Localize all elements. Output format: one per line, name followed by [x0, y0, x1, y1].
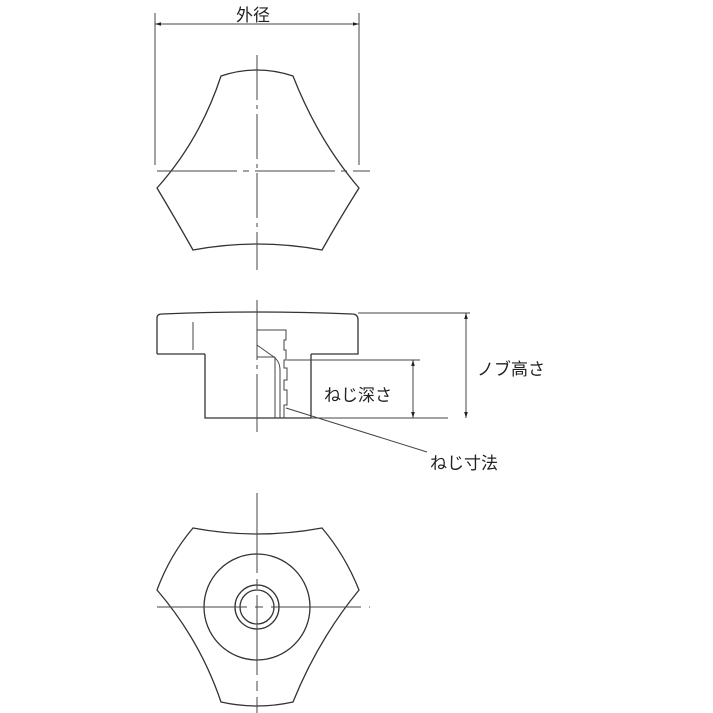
outer-diameter-label: 外径 — [236, 6, 270, 26]
thread-section — [256, 329, 288, 418]
top-view — [154, 13, 370, 270]
thread-size-leader — [285, 407, 428, 453]
top-view-outline — [156, 69, 360, 251]
bottom-view-outline — [156, 527, 360, 707]
knob-hub — [204, 354, 312, 419]
knob-cap — [156, 311, 359, 355]
thread-depth-label: ねじ深さ — [324, 386, 392, 406]
thread-size-label: ねじ寸法 — [430, 454, 498, 474]
side-view — [156, 300, 470, 453]
knob-height-label: ノブ高さ — [477, 360, 545, 380]
bottom-view — [156, 493, 370, 713]
